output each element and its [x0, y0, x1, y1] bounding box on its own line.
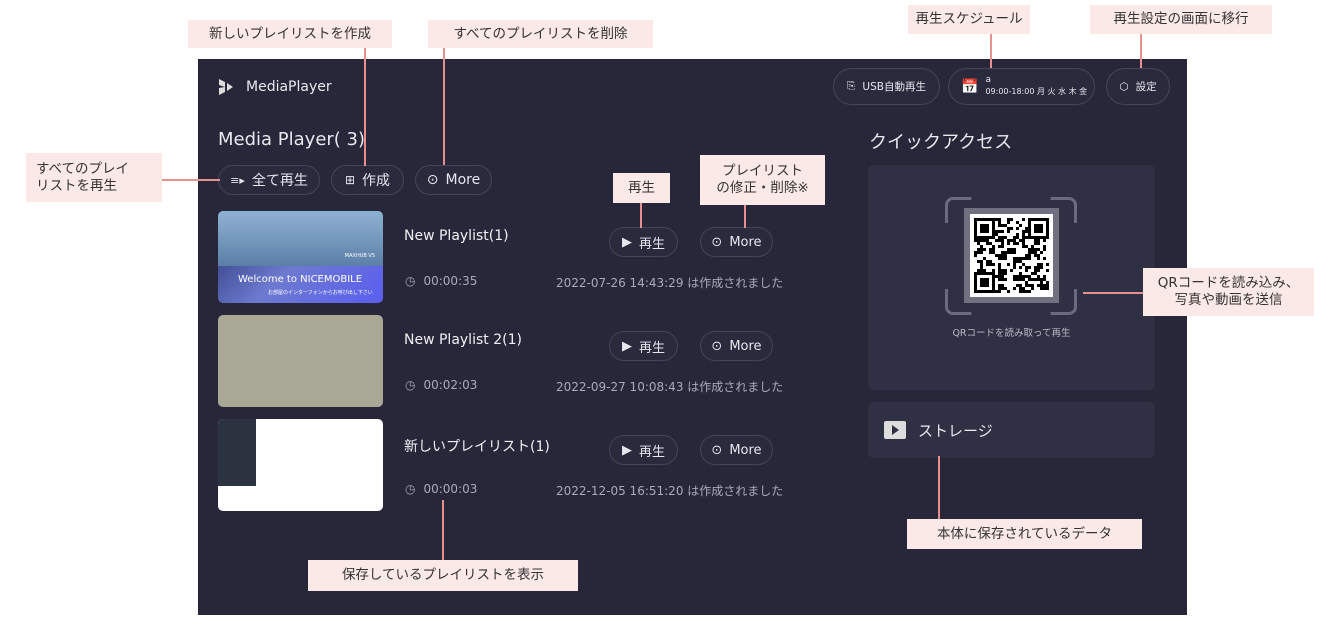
thumb-brand: MAXHUB V5	[344, 253, 375, 259]
play-circle-icon: ▶	[621, 338, 632, 354]
settings-button[interactable]: ⬡ 設定	[1106, 68, 1170, 105]
play-label: 再生	[638, 444, 665, 460]
play-all-label: 全て再生	[251, 173, 308, 189]
callout-qr: QRコードを読み込み、 写真や動画を送信	[1143, 268, 1314, 316]
callout-line	[162, 179, 220, 181]
callout-create: 新しいプレイリストを作成	[188, 20, 392, 48]
play-button[interactable]: ▶ 再生	[609, 331, 678, 361]
more-icon: ⊙	[711, 442, 723, 458]
playlist-more-button[interactable]: ⊙ More	[700, 227, 773, 257]
callout-settings: 再生設定の画面に移行	[1090, 5, 1272, 34]
playlist-created: 2022-07-26 14:43:29 は作成されました	[556, 276, 784, 290]
play-label: 再生	[638, 236, 665, 252]
callout-line	[442, 500, 444, 560]
more-button[interactable]: ⊙ More	[415, 165, 492, 195]
clock-icon: ◷	[405, 274, 416, 288]
playlist-more-button[interactable]: ⊙ More	[700, 435, 773, 465]
play-circle-icon: ▶	[621, 442, 632, 458]
duration-text: 00:00:03	[423, 482, 478, 496]
callout-list: 保存しているプレイリストを表示	[308, 560, 578, 591]
playlist-thumbnail[interactable]: MAXHUB V5 Welcome to NICEMOBILE お部屋のインター…	[218, 211, 383, 303]
quick-access-title: クイックアクセス	[869, 132, 1013, 153]
callout-line	[364, 48, 366, 166]
playlist-thumbnail[interactable]	[218, 315, 383, 407]
callout-line	[1140, 34, 1142, 68]
callout-play-all: すべてのプレイ リストを再生	[26, 153, 162, 202]
play-circle-icon: ▶	[621, 234, 632, 250]
qr-caption: QRコードを読み取って再生	[952, 328, 1071, 339]
duration-text: 00:00:35	[423, 274, 478, 288]
usb-label: USB自動再生	[862, 81, 926, 93]
qr-code[interactable]	[964, 208, 1059, 303]
create-button[interactable]: ⊞ 作成	[331, 165, 404, 195]
clock-icon: ◷	[405, 482, 416, 496]
callout-schedule: 再生スケジュール	[908, 5, 1030, 34]
more-label: More	[729, 442, 762, 458]
play-label: 再生	[638, 340, 665, 356]
logo-icon	[219, 79, 233, 95]
add-icon: ⊞	[344, 173, 356, 187]
more-icon: ⊙	[711, 338, 723, 354]
storage-label: ストレージ	[918, 421, 993, 440]
app-name: MediaPlayer	[246, 79, 332, 95]
callout-line	[640, 203, 642, 228]
page-title: Media Player( 3)	[218, 129, 366, 150]
usb-autoplay-button[interactable]: ⎘ USB自動再生	[833, 68, 940, 105]
playlist-duration: ◷ 00:00:35	[405, 274, 477, 288]
playlist-title[interactable]: New Playlist 2(1)	[404, 332, 522, 348]
more-icon: ⊙	[711, 234, 723, 250]
schedule-time: 09:00-18:00 月 火 水 木 金	[985, 87, 1088, 97]
playlist-duration: ◷ 00:02:03	[405, 378, 477, 392]
more-label: More	[729, 234, 762, 250]
clock-icon: ◷	[405, 378, 416, 392]
callout-edit: プレイリスト の修正・削除※	[700, 155, 825, 205]
duration-text: 00:02:03	[423, 378, 478, 392]
playlist-created: 2022-12-05 16:51:20 は作成されました	[556, 484, 784, 498]
thumb-text: Welcome to NICEMOBILE	[238, 274, 363, 285]
playlist-title[interactable]: New Playlist(1)	[404, 228, 509, 244]
gear-icon: ⬡	[1119, 80, 1129, 93]
playlist-thumbnail[interactable]	[218, 419, 383, 511]
calendar-icon: 📅	[961, 78, 979, 95]
more-icon: ⊙	[426, 172, 439, 188]
more-label: More	[445, 172, 481, 188]
qr-card: QRコードを読み取って再生	[868, 165, 1155, 390]
settings-label: 設定	[1135, 81, 1157, 93]
callout-delete-all: すべてのプレイリストを削除	[428, 20, 653, 48]
schedule-name: a	[985, 75, 991, 86]
more-label: More	[729, 338, 762, 354]
playlist-play-icon: ≡▸	[230, 173, 245, 187]
callout-line	[443, 48, 445, 165]
create-label: 作成	[362, 173, 391, 189]
callout-play: 再生	[613, 173, 670, 203]
app-logo: MediaPlayer	[218, 78, 332, 96]
playlist-created: 2022-09-27 10:08:43 は作成されました	[556, 380, 784, 394]
monitor-play-icon	[884, 421, 906, 439]
callout-line	[744, 205, 746, 228]
play-all-button[interactable]: ≡▸ 全て再生	[218, 165, 320, 195]
callout-line	[990, 34, 992, 68]
playlist-title[interactable]: 新しいプレイリスト(1)	[404, 439, 550, 455]
callout-line	[938, 456, 940, 519]
thumb-subtext: お部屋のインターフォンからお呼び出し下さい	[268, 290, 373, 296]
usb-icon: ⎘	[847, 80, 856, 92]
play-button[interactable]: ▶ 再生	[609, 227, 678, 257]
callout-storage: 本体に保存されているデータ	[907, 519, 1142, 549]
playlist-more-button[interactable]: ⊙ More	[700, 331, 773, 361]
play-button[interactable]: ▶ 再生	[609, 435, 678, 465]
callout-line	[1083, 292, 1143, 294]
playlist-duration: ◷ 00:00:03	[405, 482, 477, 496]
storage-button[interactable]: ストレージ	[868, 402, 1155, 458]
